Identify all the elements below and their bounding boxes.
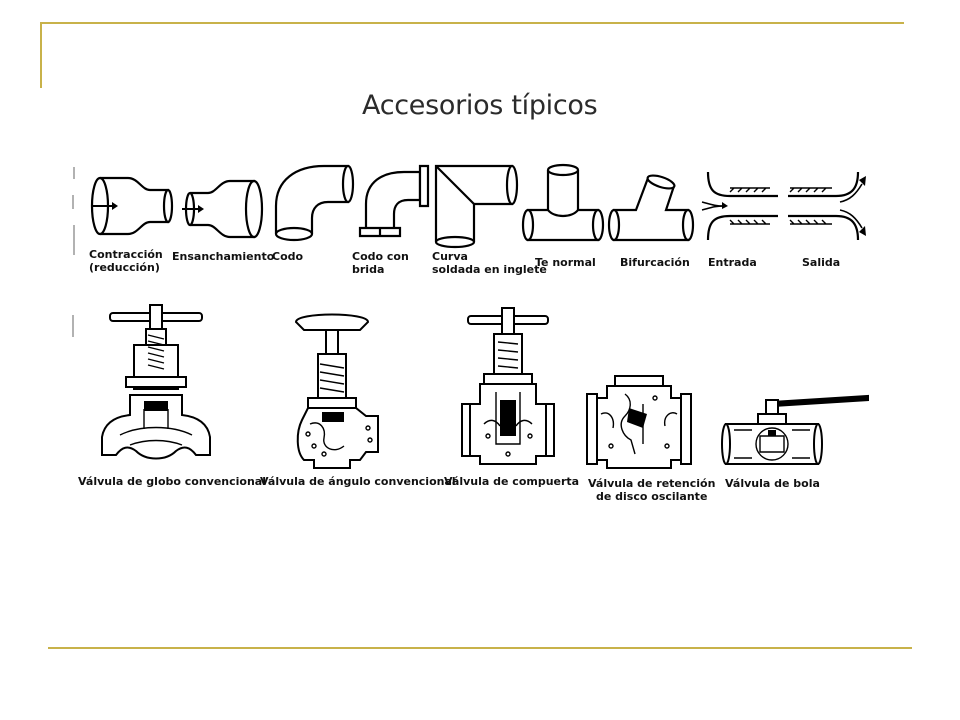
inlet-icon xyxy=(700,166,780,246)
elbow-icon xyxy=(270,162,356,246)
slide-title: Accesorios típicos xyxy=(362,90,598,121)
swing-check-valve-icon xyxy=(585,374,691,470)
contraction-icon xyxy=(88,170,172,244)
angle-valve-icon xyxy=(290,312,382,468)
flanged-elbow-icon xyxy=(352,160,432,244)
fitting-label-mitered-bend: Curva soldada en inglete xyxy=(432,250,547,276)
scan-artifact xyxy=(70,165,78,345)
fitting-label-expansion: Ensanchamiento xyxy=(172,250,275,263)
standard-tee-icon xyxy=(520,160,606,248)
outlet-icon xyxy=(786,166,866,246)
bifurcation-icon xyxy=(606,160,694,248)
valve-label-ball: Válvula de bola xyxy=(725,477,820,490)
bottom-rule xyxy=(48,647,912,649)
fitting-label-flanged-elbow: Codo con brida xyxy=(352,250,409,276)
fitting-label-standard-tee: Te normal xyxy=(535,256,596,269)
fitting-label-inlet: Entrada xyxy=(708,256,757,269)
expansion-icon xyxy=(182,175,266,243)
fitting-label-elbow: Codo xyxy=(272,250,304,263)
valve-label-gate: Válvula de compuerta xyxy=(444,475,580,488)
valve-label-angle: Válvula de ángulo convencional xyxy=(260,475,456,488)
fitting-label-contraction: Contracción (reducción) xyxy=(89,248,163,274)
mitered-bend-icon xyxy=(432,162,522,248)
valve-label-globe: Válvula de globo convencional xyxy=(78,475,266,488)
gate-valve-icon xyxy=(460,308,556,468)
left-rule xyxy=(40,22,42,88)
fitting-label-bifurcation: Bifurcación xyxy=(620,256,690,269)
fitting-label-outlet: Salida xyxy=(802,256,841,269)
top-rule xyxy=(40,22,904,24)
globe-valve-icon xyxy=(100,305,212,467)
valve-label-swing-check: Válvula de retención de disco oscilante xyxy=(588,477,716,503)
ball-valve-icon xyxy=(722,390,870,466)
